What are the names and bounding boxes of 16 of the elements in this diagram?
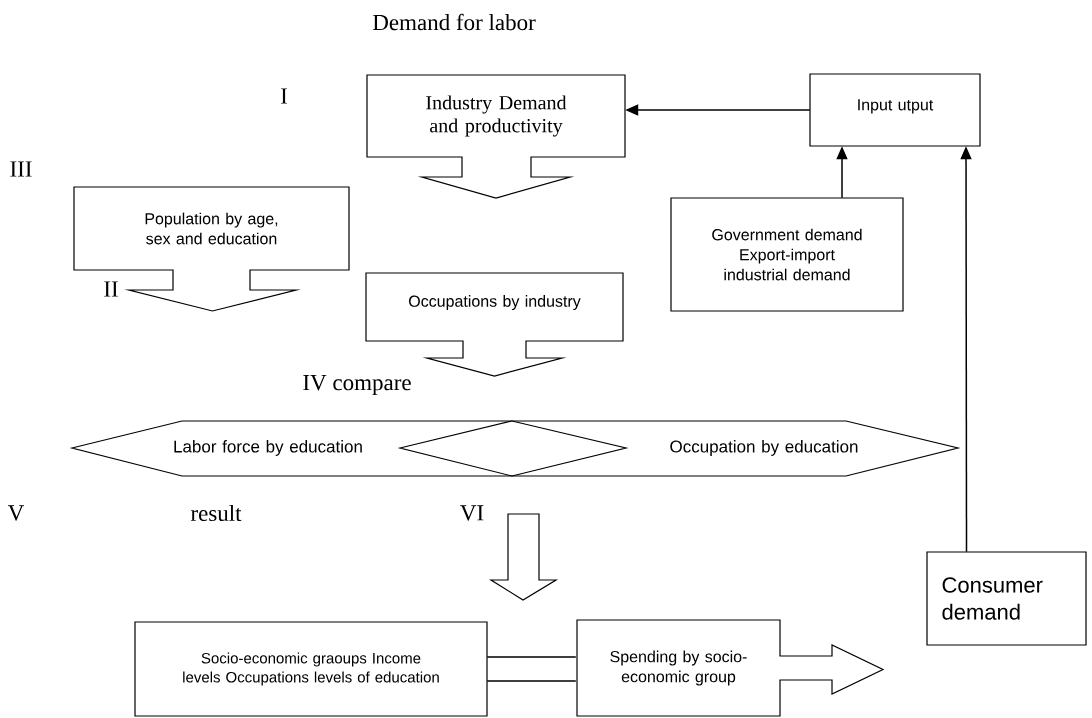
step-label: VI [460,505,484,521]
process-box: Consumer demand [926,551,1087,646]
title: Demand for labor [372,13,536,31]
arrow [486,656,577,682]
step-label: II [104,281,118,297]
callout-box: Occupations by industry [365,272,624,377]
process-box: Input utput [809,73,981,147]
step-label: IV compare [303,375,411,395]
step-label: III [10,161,32,177]
step-label: result [190,504,242,522]
callout-box: Spending by socio-economic group [576,619,885,717]
step-label: V [7,505,25,521]
callout-box: Industry Demand and productivity [366,74,626,199]
process-box: Socio-economic graoups Income levels Occupations levels of education [134,621,488,717]
step-label: I [281,88,288,104]
process-box: Government demand Export-import industrial demand [670,197,904,312]
